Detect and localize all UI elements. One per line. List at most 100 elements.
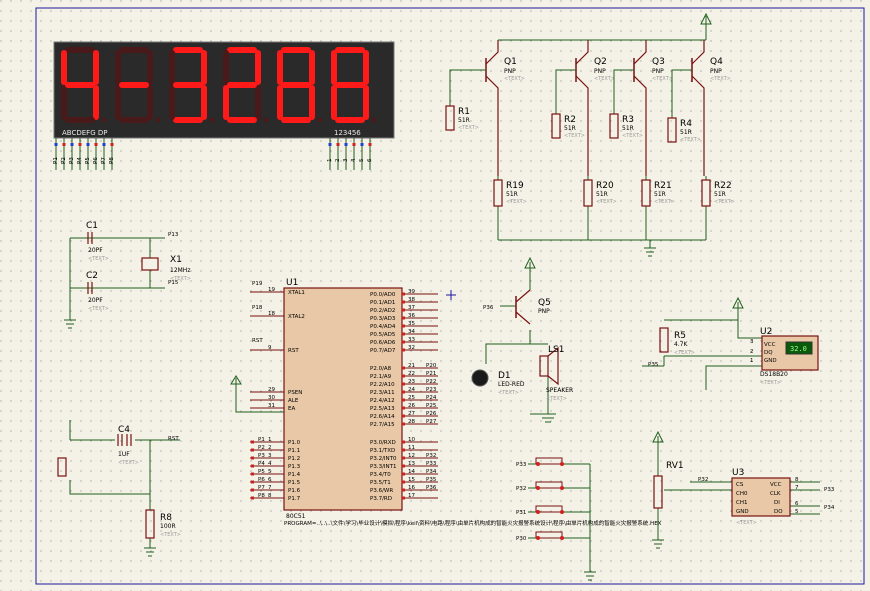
decimal-point bbox=[155, 117, 161, 123]
key-net-label: P31 bbox=[516, 510, 526, 516]
pin-marker bbox=[78, 143, 82, 146]
r-ref: R3 bbox=[622, 115, 634, 125]
digit-6 bbox=[331, 47, 377, 123]
mcu-net-label: P8 bbox=[258, 493, 265, 499]
q-type: PNP bbox=[504, 68, 516, 75]
digit-pin-label: 6 bbox=[367, 158, 373, 162]
crystal-x1[interactable] bbox=[141, 257, 159, 271]
decimal-point bbox=[101, 117, 107, 123]
speaker-ls1[interactable] bbox=[539, 355, 549, 377]
r-text: <TEXT> bbox=[714, 199, 735, 205]
u2-pin-gnd: GND bbox=[764, 358, 777, 364]
r-value: 51R bbox=[596, 191, 608, 198]
power-icon bbox=[230, 375, 242, 385]
r-ref: R4 bbox=[680, 119, 692, 129]
mcu-net-label: P34 bbox=[426, 469, 437, 475]
u3-pin-cs: CS bbox=[736, 482, 744, 488]
mcu-pin-number: 32 bbox=[408, 345, 415, 351]
pin-marker bbox=[360, 143, 364, 146]
mcu-pin-number: 26 bbox=[408, 403, 415, 409]
sheet-border bbox=[35, 7, 865, 585]
potentiometer-rv1[interactable] bbox=[653, 475, 663, 509]
u3-pin-vcc: VCC bbox=[770, 482, 782, 488]
u1-program-property: PROGRAM=..\..\..\文件\学习\毕业设计\模拟\程序\keil\资… bbox=[284, 519, 662, 527]
q-type: PNP bbox=[710, 68, 722, 75]
u3-pin7: 7 bbox=[795, 485, 799, 491]
d1-ref: D1 bbox=[498, 371, 511, 381]
key-contact bbox=[536, 536, 540, 540]
mcu-pin-label: P2.4/A12 bbox=[370, 398, 395, 404]
digit-3 bbox=[169, 47, 215, 123]
mcu-pin-number: 6 bbox=[268, 477, 272, 483]
mcu-net-label: P6 bbox=[258, 477, 265, 483]
u3-pin-ch0: CH0 bbox=[736, 491, 748, 497]
push-button-key-4[interactable] bbox=[535, 531, 563, 539]
r8-text: <TEXT> bbox=[160, 532, 181, 538]
mcu-pin-label: P1.4 bbox=[288, 472, 301, 478]
pin-marker bbox=[344, 143, 348, 146]
push-button-key-3[interactable] bbox=[535, 505, 563, 513]
digit-pin-label: 4 bbox=[351, 158, 357, 162]
d1-name: LED-RED bbox=[498, 381, 525, 388]
key-contact bbox=[560, 536, 564, 540]
segment-pin-label: P6 bbox=[93, 157, 99, 164]
digit-4 bbox=[223, 47, 269, 123]
r-value: 51R bbox=[714, 191, 726, 198]
q-text: <TEXT> bbox=[594, 76, 615, 82]
mcu-pin-number: 2 bbox=[268, 445, 272, 451]
decimal-point bbox=[263, 117, 269, 123]
segment-pin-label: P7 bbox=[101, 157, 107, 164]
pin-marker bbox=[402, 348, 405, 352]
digit-pin-label: 1 bbox=[327, 159, 333, 163]
resistor bbox=[641, 179, 651, 207]
key-ground-wire bbox=[584, 464, 596, 581]
mcu-pin-label: P2.6/A14 bbox=[370, 414, 395, 420]
x1-ref: X1 bbox=[170, 255, 182, 265]
resistor bbox=[445, 105, 455, 131]
pin-marker bbox=[402, 382, 405, 386]
led-d1[interactable] bbox=[471, 369, 489, 387]
r-text: <TEXT> bbox=[622, 133, 643, 139]
mcu-pin-label: ALE bbox=[288, 398, 299, 404]
pin-marker bbox=[402, 464, 405, 468]
adc-u3[interactable]: RV1 U3 CS CH0 CH1 GND VCC CLK DI DO 8 7 … bbox=[652, 430, 835, 549]
mcu-pin-number: 10 bbox=[408, 437, 415, 443]
mcu-pin-label: P3.5/T1 bbox=[370, 480, 391, 486]
mcu-pin-number: 5 bbox=[268, 469, 272, 475]
mcu-net-label: P36 bbox=[426, 485, 437, 491]
reset-button[interactable] bbox=[57, 457, 67, 477]
reset-circuit: C4 1UF <TEXT> R8 100R <TEXT> RST bbox=[57, 420, 181, 557]
mcu-net-label: P7 bbox=[258, 485, 265, 491]
mcu-pin-number: 21 bbox=[408, 363, 415, 369]
mcu-pin-label: P0.0/AD0 bbox=[370, 292, 396, 298]
u3-pin-clk: CLK bbox=[770, 491, 781, 497]
mcu-pin-number: 38 bbox=[408, 297, 415, 303]
mcu-net-label: P5 bbox=[258, 469, 265, 475]
r-text: <TEXT> bbox=[506, 199, 527, 205]
mcu-pin-label: P3.6/WR bbox=[370, 488, 393, 494]
mcu-pin-label: P1.5 bbox=[288, 480, 301, 486]
push-button-key-2[interactable] bbox=[535, 481, 563, 489]
push-button-key-1[interactable] bbox=[535, 457, 563, 465]
mcu-pin-label: P2.3/A11 bbox=[370, 390, 395, 396]
u3-pin-ch1: CH1 bbox=[736, 500, 747, 506]
net-p34: P34 bbox=[824, 505, 835, 511]
mcu-net-label: P22 bbox=[426, 379, 436, 385]
mcu-net-label: P32 bbox=[426, 453, 436, 459]
pin-marker bbox=[54, 143, 58, 146]
pin-marker bbox=[110, 143, 114, 146]
r5-value: 4.7K bbox=[674, 341, 689, 348]
display-digit-label: 123456 bbox=[334, 129, 361, 137]
resistor bbox=[667, 117, 677, 143]
u3-pin-do: DO bbox=[774, 509, 783, 515]
rv1-ref: RV1 bbox=[666, 461, 684, 471]
mcu-net-label: P4 bbox=[258, 461, 265, 467]
crosshair-cursor-icon bbox=[446, 290, 456, 300]
mcu-net-label: P33 bbox=[426, 461, 437, 467]
temperature-sensor-u2[interactable]: R5 4.7K <TEXT> 32.0 U2 VCC DQ GND 3 2 1 … bbox=[642, 296, 819, 390]
mcu-u1[interactable]: U1 80C51 XTAL119XTAL218RST9PSEN29ALE30EA… bbox=[230, 278, 662, 527]
